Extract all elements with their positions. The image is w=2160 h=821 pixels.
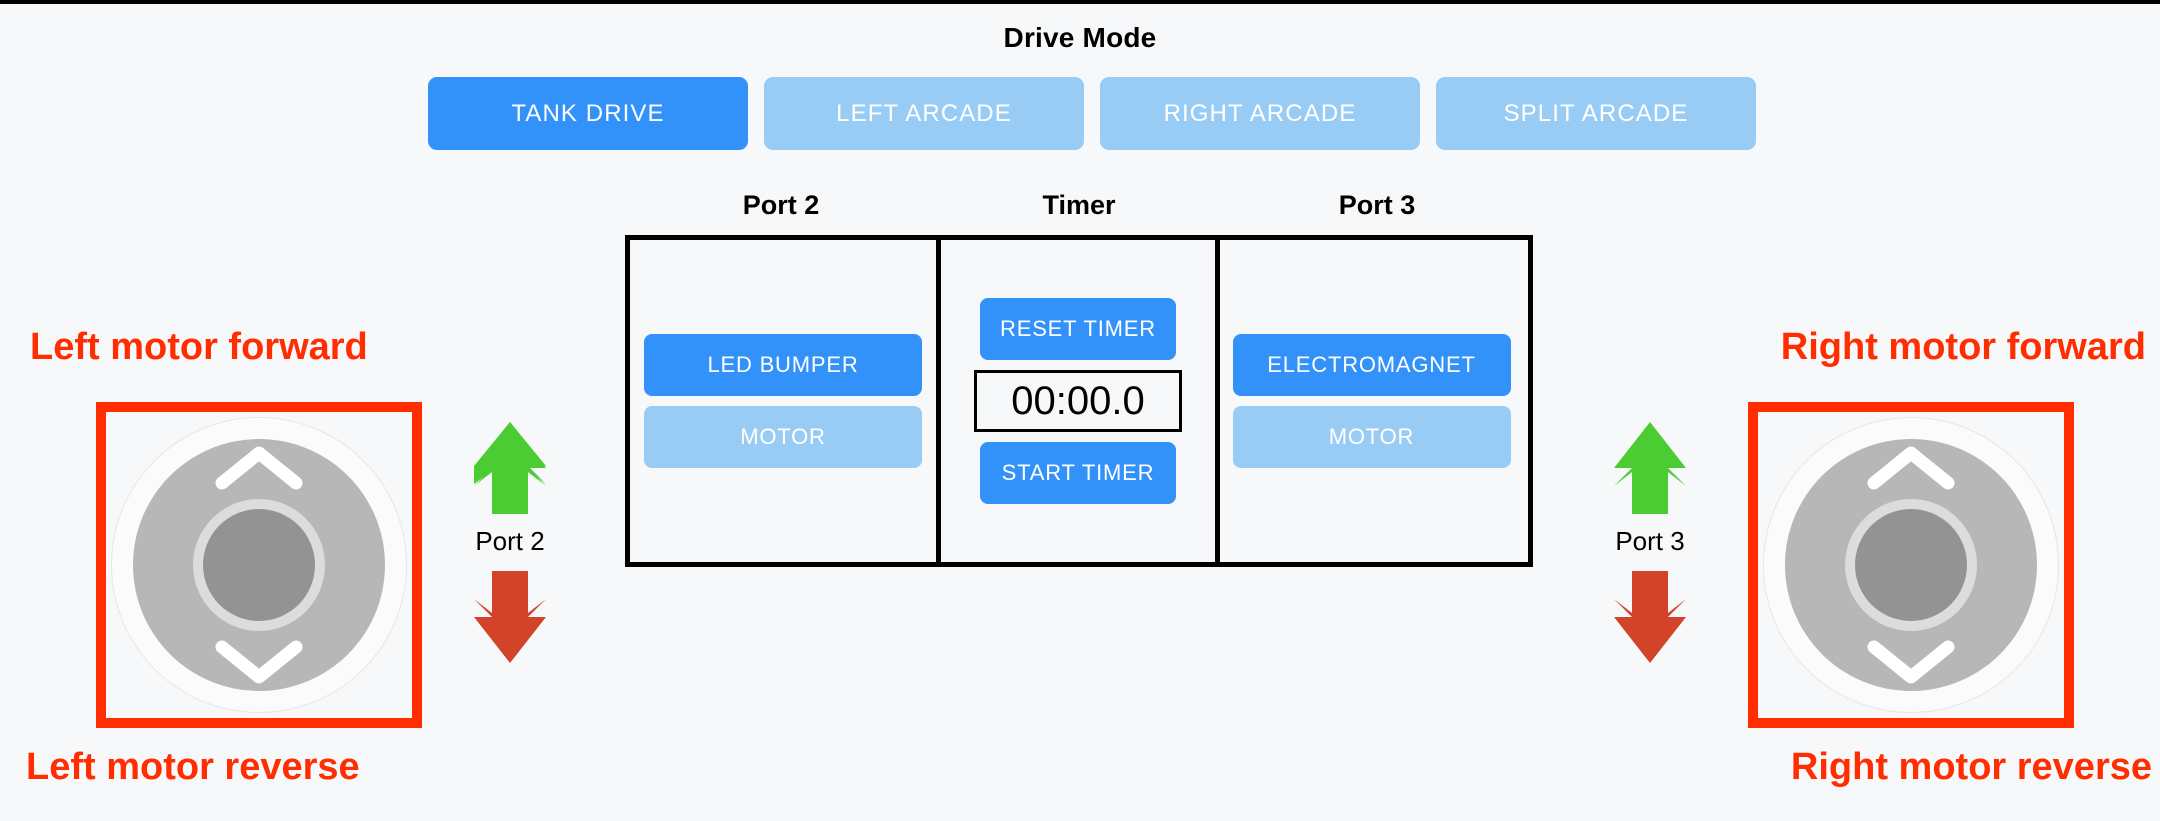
drive-mode-right-arcade-button[interactable]: RIGHT ARCADE [1100,77,1420,150]
port3-motor-button[interactable]: MOTOR [1232,406,1511,468]
panel-header-port3: Port 3 [1338,190,1416,220]
left-joystick[interactable] [111,417,407,713]
right-joystick-highlight-box [1748,402,2074,728]
right-motor-reverse-annotation: Right motor reverse [1790,746,2152,788]
arrow-up-green-icon [1614,422,1686,514]
arrow-down-red-icon [1614,571,1686,663]
left-port-indicator: Port 2 [450,420,570,665]
arrow-down-red-icon [474,571,546,663]
panel-column-port3: ELECTROMAGNET MOTOR [1220,240,1523,562]
right-port-label: Port 3 [1615,526,1685,556]
panel-header-row: Port 2 Timer Port 3 [625,190,1533,221]
top-black-strip [0,0,2160,4]
electromagnet-button[interactable]: ELECTROMAGNET [1232,334,1511,396]
joystick-chevron-down-icon [215,640,303,684]
joystick-chevron-up-icon [215,446,303,490]
panel-column-port2: LED BUMPER MOTOR [630,240,936,562]
device-control-panel: LED BUMPER MOTOR RESET TIMER 00:00.0 STA… [625,235,1533,567]
drive-mode-split-arcade-button[interactable]: SPLIT ARCADE [1436,77,1756,150]
joystick-knob[interactable] [1855,509,1967,621]
left-joystick-highlight-box [96,402,422,728]
left-port-label: Port 2 [475,526,545,556]
joystick-chevron-down-icon [1867,640,1955,684]
drive-mode-left-arcade-button[interactable]: LEFT ARCADE [764,77,1084,150]
right-joystick[interactable] [1763,417,2059,713]
drive-mode-button-group: TANK DRIVE LEFT ARCADE RIGHT ARCADE SPLI… [428,77,1756,150]
reset-timer-button[interactable]: RESET TIMER [980,298,1176,360]
port2-motor-button[interactable]: MOTOR [644,406,922,468]
led-bumper-button[interactable]: LED BUMPER [644,334,922,396]
start-timer-button[interactable]: START TIMER [980,442,1176,504]
left-motor-forward-annotation: Left motor forward [30,326,368,368]
panel-header-port2: Port 2 [742,190,820,220]
left-motor-control-group: Left motor forward Left motor reverse Po… [0,300,600,820]
joystick-chevron-up-icon [1867,446,1955,490]
joystick-knob[interactable] [203,509,315,621]
arrow-up-green-icon [474,422,546,514]
timer-display: 00:00.0 [974,370,1182,432]
right-motor-forward-annotation: Right motor forward [1780,326,2146,368]
right-port-indicator: Port 3 [1590,420,1710,665]
drive-mode-tank-drive-button[interactable]: TANK DRIVE [428,77,748,150]
panel-column-timer: RESET TIMER 00:00.0 START TIMER [936,240,1220,562]
panel-header-timer: Timer [1042,190,1116,220]
right-motor-control-group: Right motor forward Right motor reverse … [1560,300,2160,820]
left-motor-reverse-annotation: Left motor reverse [26,746,360,788]
drive-mode-title: Drive Mode [1003,22,1157,53]
